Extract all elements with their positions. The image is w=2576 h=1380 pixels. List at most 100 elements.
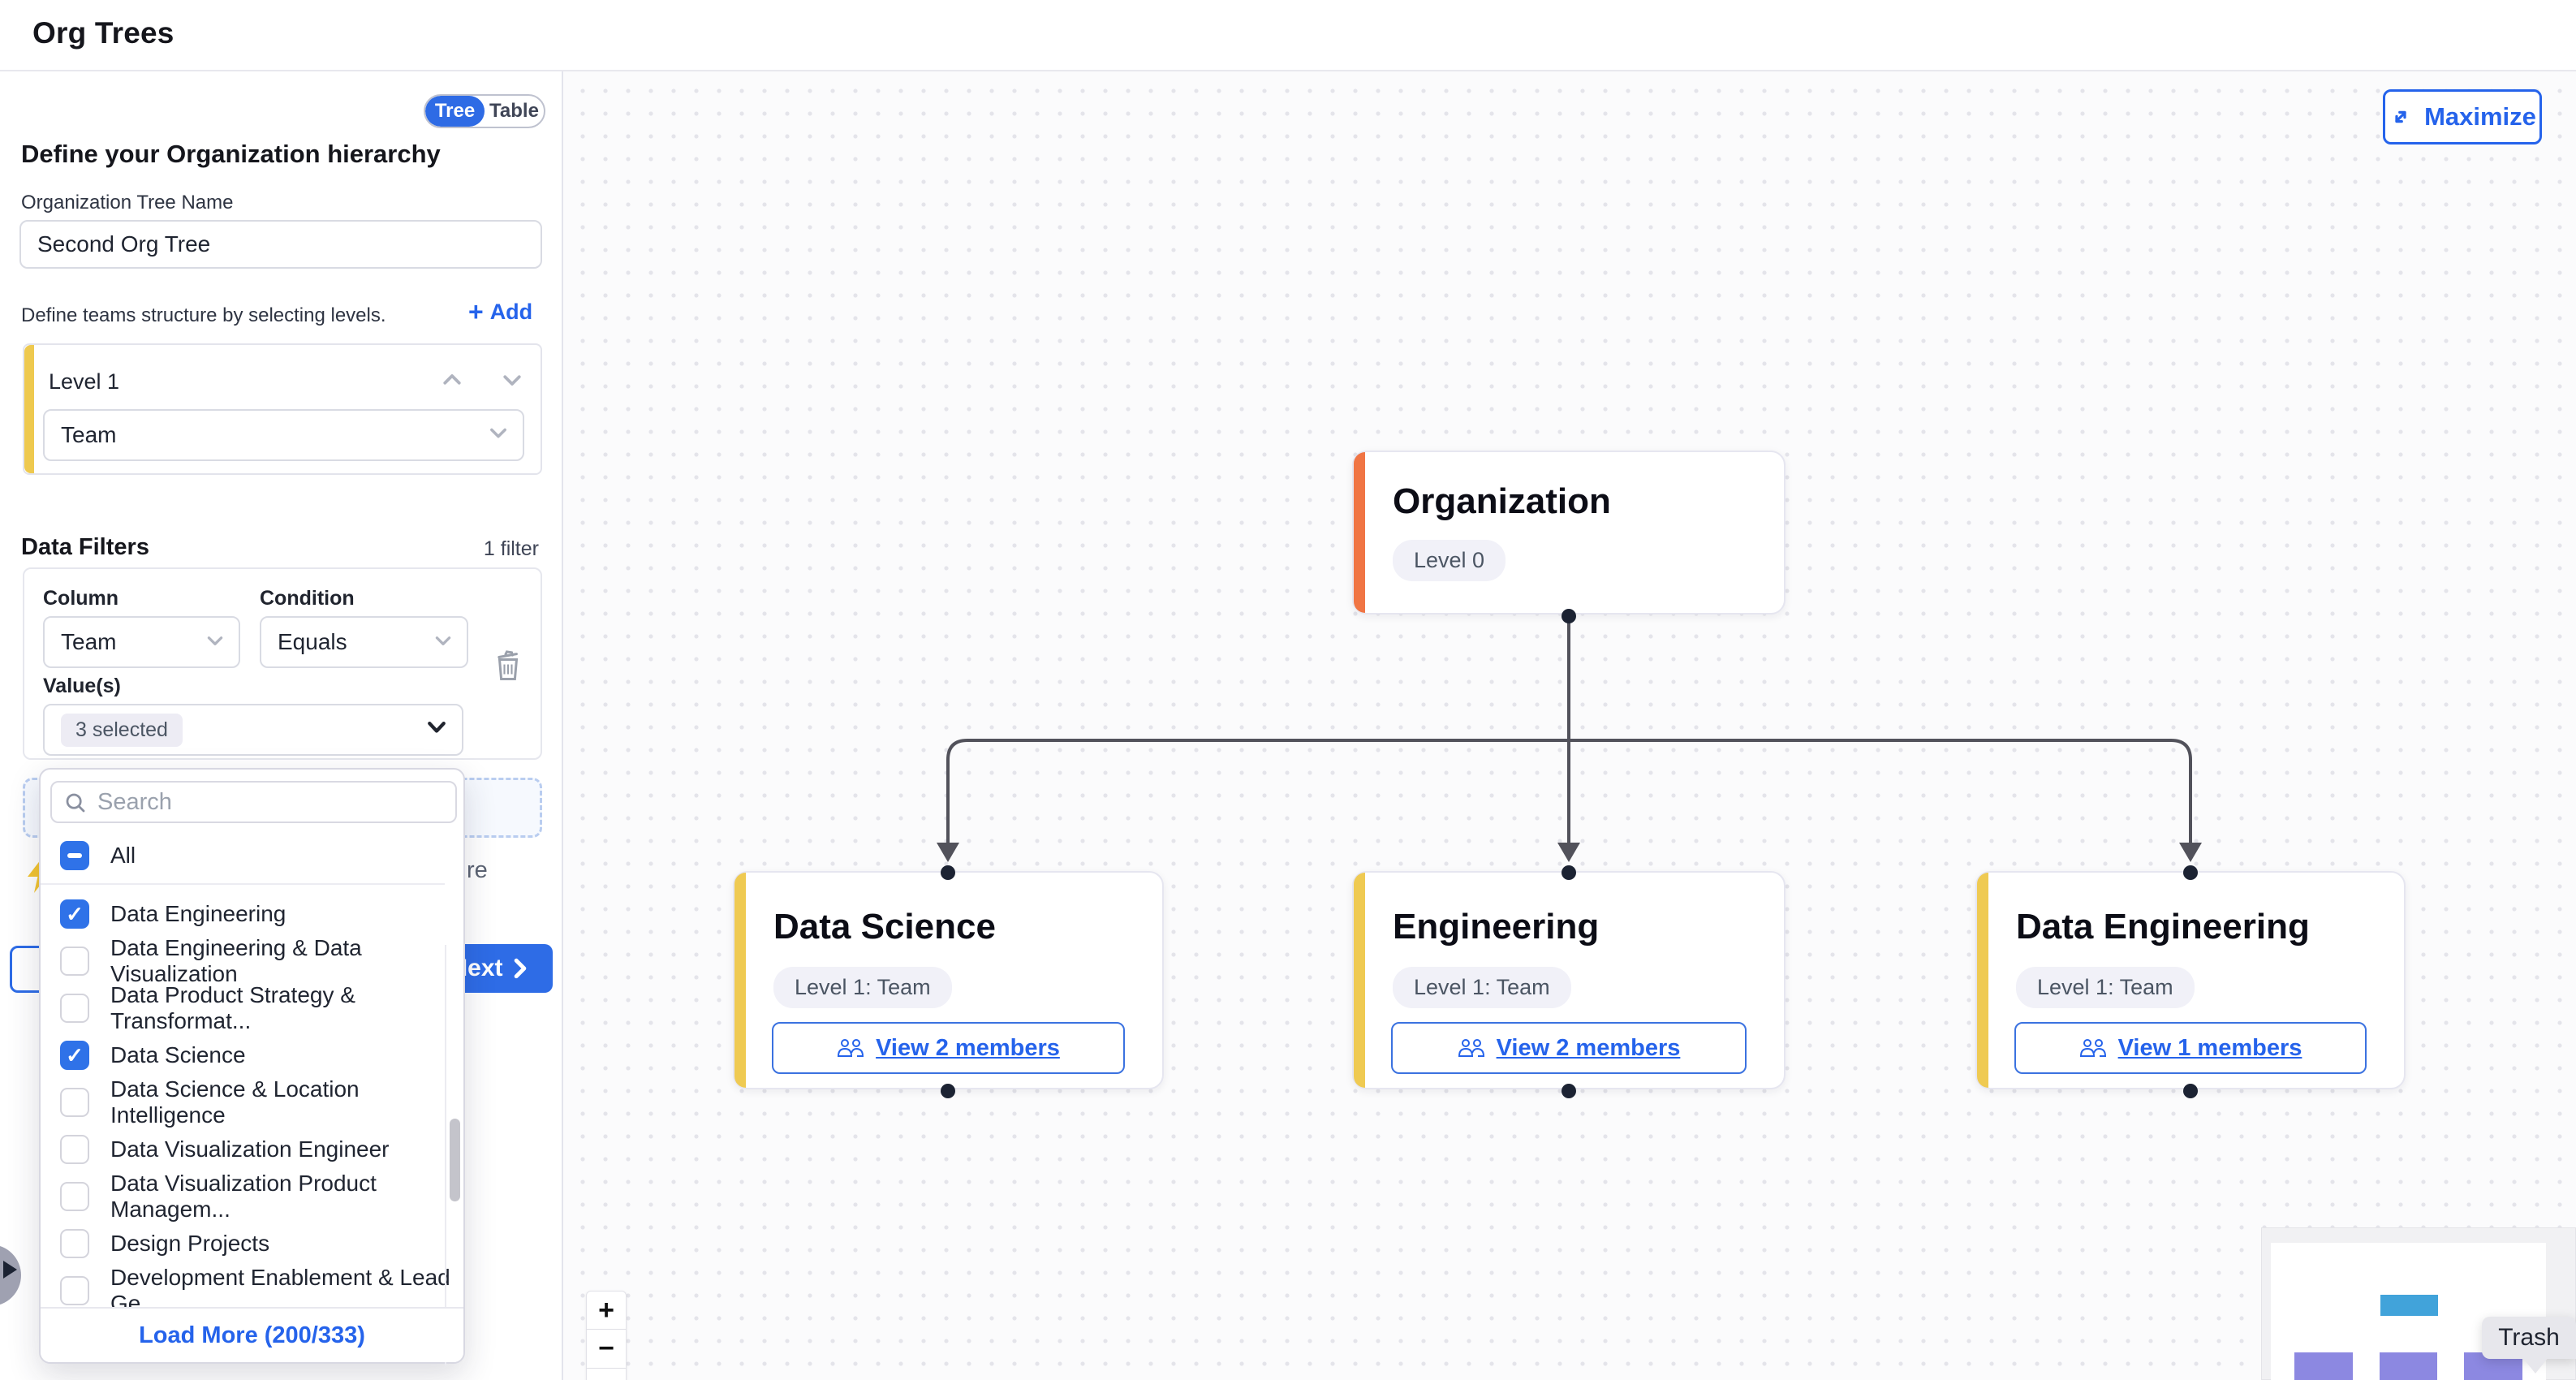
select-all-label: All [110,843,136,869]
option-label: Data Visualization Engineer [110,1136,389,1162]
add-level-button[interactable]: + Add [468,299,532,325]
chevron-down-icon [487,422,510,448]
tree-name-input[interactable] [19,220,542,269]
dropdown-option[interactable]: Data Engineering [50,891,456,937]
option-label: Design Projects [110,1231,269,1257]
node-accent-bar [1977,873,1988,1088]
option-checkbox[interactable] [60,1041,89,1070]
load-more-link[interactable]: Load More (200/333) [139,1322,365,1349]
chevron-down-icon [424,717,449,744]
toggle-table[interactable]: Table [485,96,544,127]
option-checkbox[interactable] [60,1229,89,1258]
option-checkbox[interactable] [60,1182,89,1211]
chevron-down-icon [205,629,226,655]
option-checkbox[interactable] [60,947,89,976]
level-title: Level 1 [49,369,119,395]
filters-count: 1 filter [484,537,539,561]
view-toggle: Tree Table [424,94,545,128]
add-level-label: Add [490,300,532,325]
flow-canvas[interactable] [563,71,2576,1380]
filter-card: Column Condition Team Equals Value(s) 3 … [23,567,542,760]
option-label: Data Visualization Product Managem... [110,1171,456,1223]
dropdown-option[interactable]: Data Product Strategy & Transformat... [50,985,456,1031]
delete-filter-icon[interactable] [493,649,523,687]
option-label: Data Science [110,1042,246,1068]
option-checkbox[interactable] [60,1088,89,1117]
maximize-button[interactable]: Maximize [2383,89,2542,144]
list-border [445,945,446,1365]
node-accent-bar [734,873,746,1088]
level-type-value: Team [61,422,116,448]
tooltip-tail [2522,1357,2548,1374]
node-data-science[interactable]: Data Science Level 1: Team View 2 member… [733,871,1164,1089]
levels-hint: Define teams structure by selecting leve… [21,304,386,327]
maximize-label: Maximize [2424,102,2536,132]
condition-label: Condition [260,587,355,610]
people-icon [2079,1037,2107,1059]
level-type-select[interactable]: Team [43,409,524,461]
move-down-icon[interactable] [500,369,524,390]
dropdown-search [50,781,457,823]
select-all-row[interactable]: All [50,833,456,878]
fit-view-button[interactable] [586,1369,627,1380]
hint-text-fragment: re [467,857,488,884]
dropdown-option[interactable]: Data Science & Location Intelligence [50,1080,456,1125]
view-members-label: View 1 members [2118,1035,2302,1062]
panel-heading: Define your Organization hierarchy [21,140,441,169]
condition-value: Equals [278,629,347,655]
condition-select[interactable]: Equals [260,616,468,668]
trash-tooltip: Trash [2482,1317,2576,1359]
option-checkbox[interactable] [60,1135,89,1164]
node-accent-bar [1354,452,1365,613]
node-engineering[interactable]: Engineering Level 1: Team View 2 members [1352,871,1786,1089]
view-members-button[interactable]: View 2 members [772,1022,1125,1074]
dropdown-option[interactable]: Data Science [50,1033,456,1078]
trash-tooltip-label: Trash [2498,1324,2560,1352]
page-title: Org Trees [32,16,174,50]
search-icon [63,791,88,819]
config-panel: Tree Table Define your Organization hier… [0,71,563,1380]
option-label: Data Product Strategy & Transformat... [110,982,456,1034]
zoom-in-button[interactable]: + [586,1291,627,1330]
option-checkbox[interactable] [60,1276,89,1305]
select-all-checkbox[interactable] [60,841,89,870]
zoom-out-button[interactable]: − [586,1330,627,1369]
tree-name-label: Organization Tree Name [21,192,233,214]
dropdown-option[interactable]: Data Visualization Product Managem... [50,1174,456,1219]
view-members-label: View 2 members [1497,1035,1681,1062]
node-data-engineering[interactable]: Data Engineering Level 1: Team View 1 me… [1975,871,2406,1089]
option-label: Data Engineering & Data Visualization [110,935,456,987]
dropdown-option[interactable]: Data Visualization Engineer [50,1127,456,1172]
toggle-tree[interactable]: Tree [425,96,485,127]
scrollbar-thumb[interactable] [450,1119,460,1201]
view-members-button[interactable]: View 1 members [2014,1022,2367,1074]
play-icon [3,1261,17,1279]
view-members-label: View 2 members [876,1035,1060,1062]
zoom-controls: + − [586,1291,627,1380]
selected-count-chip: 3 selected [61,714,183,747]
filters-title: Data Filters [21,534,149,561]
dropdown-option[interactable]: Design Projects [50,1221,456,1266]
minimap-node-root [2380,1295,2438,1316]
people-icon [1458,1037,1485,1059]
plus-icon: + [468,299,484,325]
option-checkbox[interactable] [60,899,89,929]
node-title: Organization [1393,481,1611,522]
people-icon [837,1037,864,1059]
node-organization[interactable]: Organization Level 0 [1352,451,1786,615]
dropdown-option[interactable]: Data Engineering & Data Visualization [50,938,456,984]
node-title: Engineering [1393,907,1599,947]
minimap-node-child [2380,1352,2437,1380]
view-members-button[interactable]: View 2 members [1391,1022,1747,1074]
chevron-right-icon [513,958,528,979]
node-level-badge: Level 0 [1393,540,1506,581]
node-level-badge: Level 1: Team [2016,967,2195,1008]
search-input[interactable] [50,781,457,823]
values-select[interactable]: 3 selected [43,704,463,756]
option-checkbox[interactable] [60,994,89,1023]
node-level-badge: Level 1: Team [773,967,952,1008]
option-label: Data Engineering [110,901,286,927]
column-select[interactable]: Team [43,616,240,668]
move-up-icon[interactable] [440,369,464,390]
